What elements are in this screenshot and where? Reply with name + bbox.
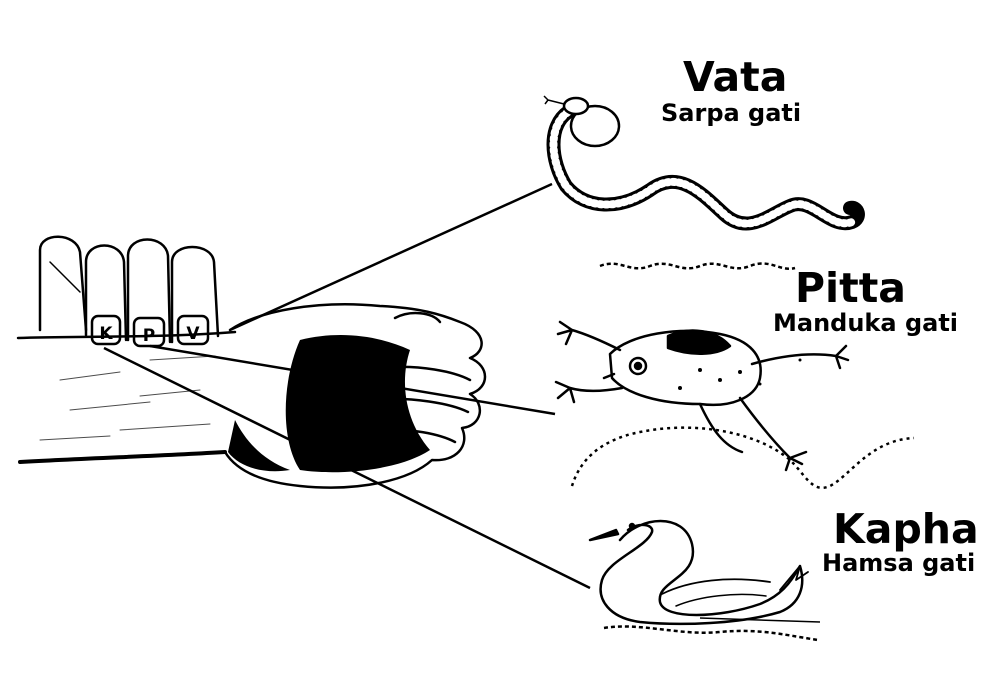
gati-label-vata: Sarpa gati bbox=[661, 99, 802, 127]
connector-pitta bbox=[149, 344, 556, 416]
hand-pulse-icon bbox=[16, 235, 487, 489]
frog-motion-line bbox=[570, 426, 915, 489]
swan-motion-line bbox=[603, 625, 819, 642]
finger-label-k: K bbox=[99, 324, 113, 344]
snake-motion-line bbox=[599, 262, 796, 270]
snake-icon bbox=[543, 95, 865, 231]
connector-kapha bbox=[103, 346, 591, 590]
gati-label-pitta: Manduka gati bbox=[773, 309, 959, 337]
dosha-title-kapha: Kapha bbox=[833, 505, 979, 553]
gati-label-kapha: Hamsa gati bbox=[822, 549, 976, 577]
dosha-title-pitta: Pitta bbox=[795, 264, 906, 312]
swan-water-line bbox=[699, 617, 821, 623]
swan-icon bbox=[588, 519, 809, 626]
finger-label-p: P bbox=[143, 326, 155, 346]
finger-label-v: V bbox=[186, 324, 200, 344]
dosha-title-vata: Vata bbox=[683, 53, 788, 101]
frog-icon bbox=[554, 320, 850, 472]
connector-vata bbox=[229, 182, 553, 332]
